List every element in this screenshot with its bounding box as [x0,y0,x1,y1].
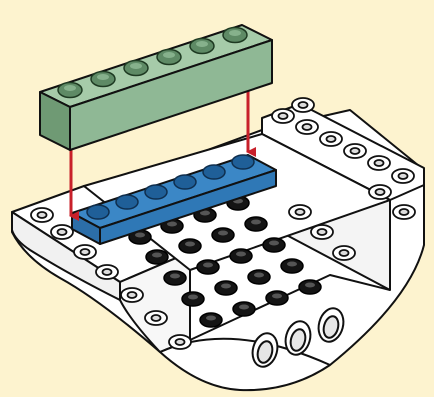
green-1x6-brick [40,25,272,150]
